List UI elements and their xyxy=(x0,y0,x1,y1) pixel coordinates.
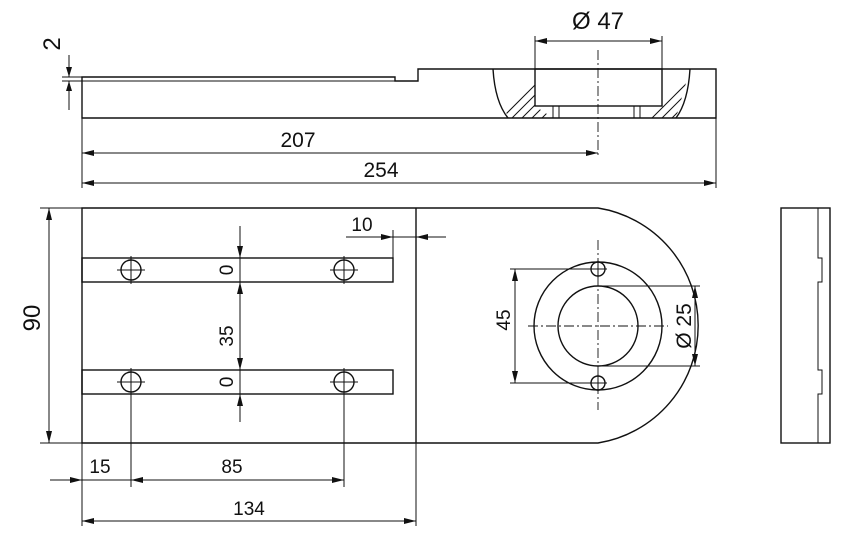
mounting-hole xyxy=(330,368,358,396)
dim-width-134: 134 xyxy=(82,443,417,526)
dim-diameter-47: Ø 47 xyxy=(534,8,663,69)
counterbore xyxy=(528,240,668,410)
mounting-hole xyxy=(330,256,358,284)
dim-label-45: 45 xyxy=(494,309,515,330)
dim-label-slot-zero-top: 0 xyxy=(217,265,238,276)
dim-length-254: 254 xyxy=(82,118,717,188)
dim-label-90: 90 xyxy=(19,305,46,332)
plan-view: 35 0 0 10 xyxy=(19,207,700,526)
dim-label-35: 35 xyxy=(217,325,238,346)
dim-label-slot-zero-bottom: 0 xyxy=(217,377,238,388)
dim-spacing-35: 35 0 0 xyxy=(217,226,243,422)
dim-label-bore-25: Ø 25 xyxy=(673,303,696,349)
dim-label-10: 10 xyxy=(351,215,372,236)
plate-outline xyxy=(81,207,699,444)
dim-label-207: 207 xyxy=(280,129,315,152)
side-view-outline xyxy=(81,68,717,119)
end-view xyxy=(780,207,831,444)
mounting-hole xyxy=(117,368,145,396)
dim-label-254: 254 xyxy=(363,159,398,182)
slot-bottom xyxy=(81,369,394,395)
dim-label-thickness: 2 xyxy=(39,37,66,50)
slot-top xyxy=(81,257,394,283)
dim-label-85: 85 xyxy=(221,457,242,478)
dim-bore-25: Ø 25 xyxy=(598,285,700,367)
dim-label-134: 134 xyxy=(233,499,265,520)
dim-thickness-2: 2 xyxy=(39,37,82,110)
counterbore-section xyxy=(492,50,691,158)
dim-offset-10: 10 xyxy=(346,215,446,258)
mounting-hole xyxy=(117,256,145,284)
side-view: Ø 47 2 207 254 xyxy=(39,8,717,188)
dim-15-85: 15 85 xyxy=(50,396,345,526)
dim-bolt-circle-45: 45 xyxy=(494,268,598,384)
dim-label-diameter-47: Ø 47 xyxy=(572,8,624,35)
dim-height-90: 90 xyxy=(19,207,82,444)
dim-length-207: 207 xyxy=(81,118,598,188)
dim-label-15: 15 xyxy=(89,457,110,478)
